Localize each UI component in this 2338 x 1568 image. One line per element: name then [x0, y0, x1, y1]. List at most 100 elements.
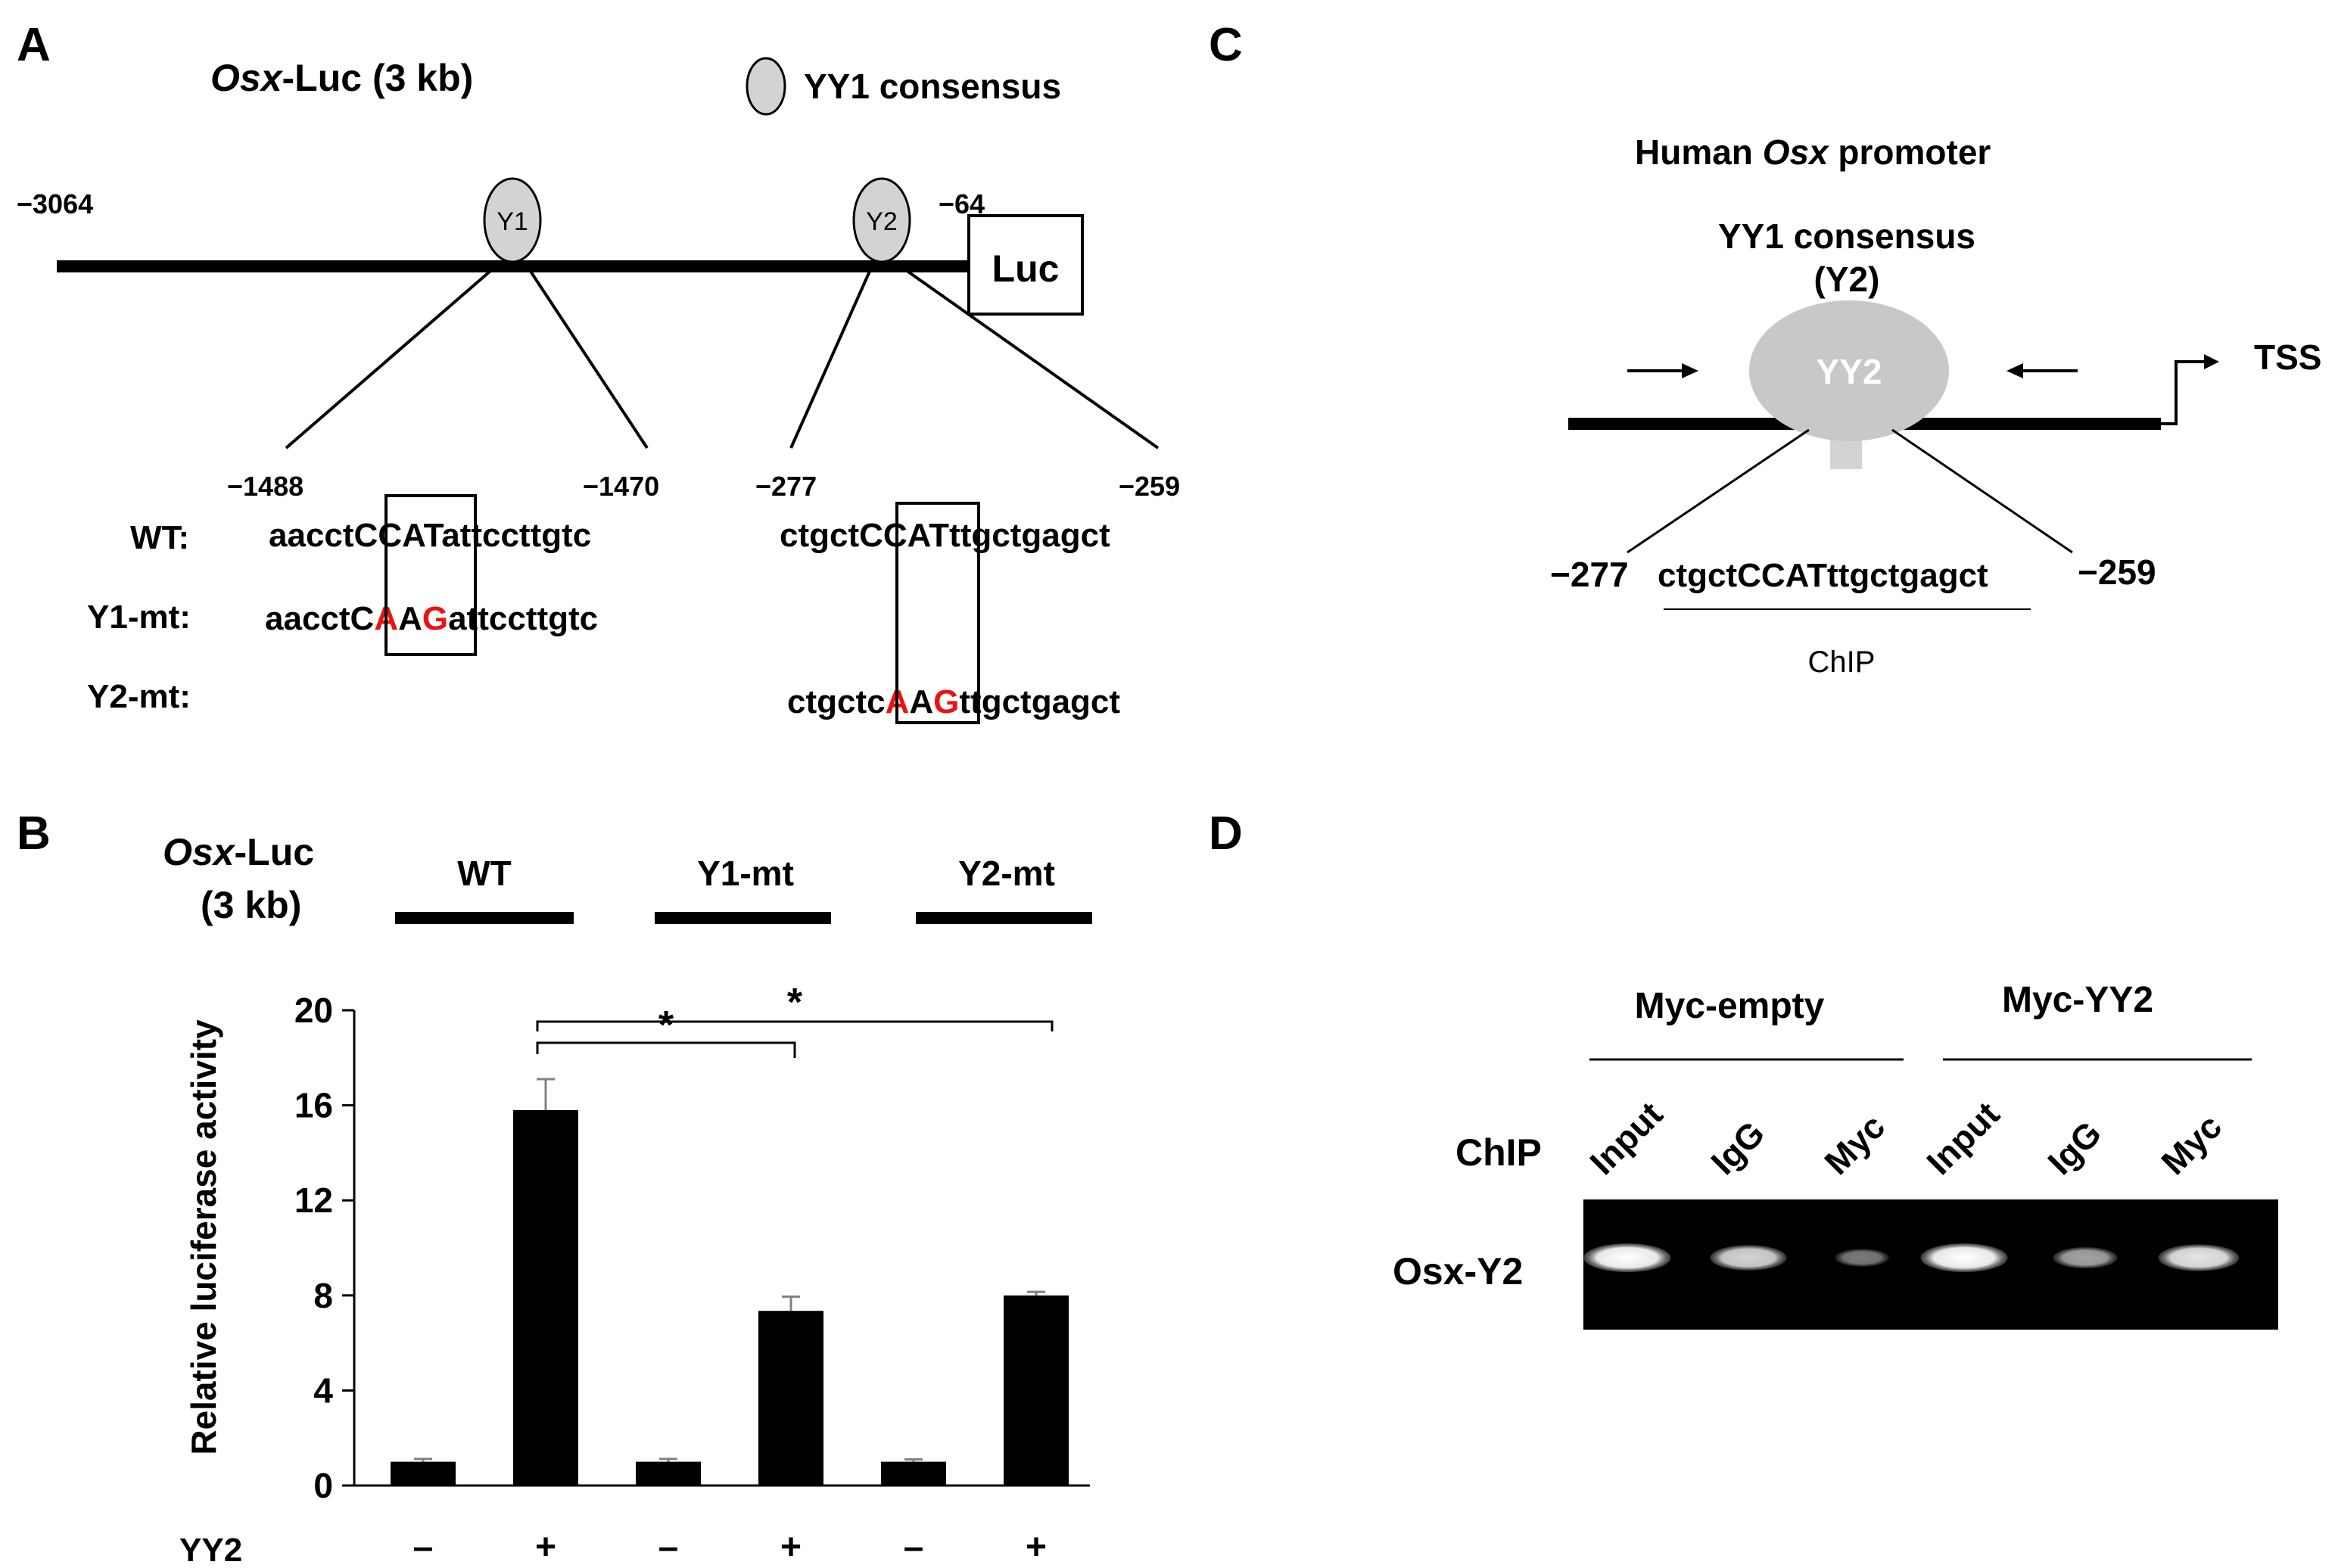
gel-band: [1583, 1243, 1671, 1272]
row-label-wt: WT:: [130, 519, 189, 556]
pos-259-c: −259: [2078, 552, 2156, 592]
panel-c-y2-paren: (Y2): [1814, 260, 1880, 299]
pos-277-c: −277: [1550, 555, 1629, 594]
bar: [513, 1109, 578, 1486]
lane-label: Input: [1919, 1094, 2006, 1182]
panel-b-letter: B: [17, 807, 51, 860]
bar: [636, 1461, 701, 1486]
seq-prefix: aacct: [265, 600, 350, 637]
significance-star-inner: *: [658, 1003, 674, 1047]
tss-arrowhead: [2204, 354, 2219, 369]
panel-a-title-rest: -Luc (3 kb): [282, 57, 474, 99]
y-tick-label: 16: [294, 1086, 333, 1125]
y-axis-label: Relative luciferase activity: [184, 1019, 223, 1455]
y-tick-label: 12: [294, 1181, 333, 1220]
yy2-protein-ellipse: [1749, 300, 1949, 441]
lane-label: Myc: [2153, 1106, 2229, 1182]
panel-c: C Human Osx promoter YY1 consensus (Y2) …: [1209, 19, 2321, 679]
pos-277-a: −277: [755, 471, 817, 502]
primer-reverse-head: [2006, 363, 2023, 378]
tss-arrow: [2157, 360, 2206, 425]
chip-row-label: ChIP: [1455, 1131, 1542, 1174]
panel-d-letter: D: [1209, 807, 1243, 860]
luc-label: Luc: [992, 247, 1060, 290]
y1mt-sequence: aacctCAAGattccttgtc: [265, 600, 598, 637]
chart-bars: [391, 1078, 1069, 1486]
y-tick-label: 0: [313, 1466, 333, 1505]
yy2-sign: –: [658, 1527, 679, 1567]
seq-prefix: aacct: [269, 517, 354, 554]
gel-band: [1835, 1249, 1889, 1267]
bar: [1004, 1295, 1069, 1486]
lane-label: Myc: [1817, 1106, 1892, 1182]
gel-band: [2158, 1244, 2240, 1271]
mutated-base: G: [422, 600, 448, 637]
y-tick-label: 8: [313, 1276, 333, 1315]
panel-c-sequence: ctgctCCATttgctgagct: [1658, 557, 1988, 594]
panel-a-letter: A: [17, 19, 51, 71]
gel-band: [1920, 1243, 2008, 1272]
yy2-sign: +: [780, 1527, 802, 1567]
c-zoom-right-line: [1891, 428, 2073, 554]
panel-b-construct-label: Osx-Luc: [163, 831, 314, 873]
group-myc-empty: Myc-empty: [1635, 986, 1825, 1026]
significance-bracket-outer: [536, 1020, 1054, 1031]
seq-core: CCAT: [354, 517, 444, 554]
seq-prefix: ctgctc: [787, 683, 886, 720]
primer-forward-head: [1682, 363, 1698, 378]
row-label-y1mt: Y1-mt:: [87, 599, 191, 636]
pos-259-a: −259: [1119, 471, 1180, 502]
wt-y1-sequence: aacctCCATattccttgtc: [269, 517, 591, 554]
bar: [758, 1311, 823, 1486]
yy2-protein-label: YY2: [1817, 352, 1882, 391]
pos-1488: −1488: [227, 471, 304, 502]
bar: [391, 1461, 456, 1486]
y2-core-box: [895, 502, 980, 724]
seq-core: C: [350, 600, 375, 637]
seq-core: A: [909, 683, 933, 720]
legend-yy1-ellipse: [746, 57, 786, 116]
y1-site-label: Y1: [497, 207, 528, 236]
seq-suffix: attccttgtc: [448, 600, 598, 637]
c-zoom-left-line: [1627, 428, 1810, 554]
seq-core: A: [398, 600, 422, 637]
panel-a-title-italic: Osx: [210, 57, 284, 99]
panel-a-title: Osx-Luc (3 kb): [210, 57, 473, 99]
construct-rest: -Luc: [235, 831, 315, 873]
legend-yy1-label: YY1 consensus: [804, 67, 1061, 106]
seq-suffix: ttgctgagct: [959, 683, 1120, 720]
gel-band: [2053, 1246, 2118, 1269]
bar: [881, 1461, 946, 1486]
pos-1470: −1470: [583, 471, 659, 502]
panel-b: B Osx-Luc (3 kb) WT Y1-mt Y2-mt Relative…: [17, 807, 1092, 1568]
yy2-sign: +: [1026, 1527, 1047, 1567]
seq-core: CCAT: [859, 517, 949, 554]
y2mt-sequence: ctgctcAAGttgctgagct: [787, 683, 1120, 720]
gel-row-label: Osx-Y2: [1393, 1250, 1523, 1293]
significance-bracket-inner: [536, 1041, 796, 1058]
group-label-y1mt: Y1-mt: [697, 854, 794, 893]
wt-y2-sequence: ctgctCCATttgctgagct: [780, 517, 1110, 554]
y2-site-label: Y2: [866, 207, 898, 236]
panel-c-title: Human Osx promoter: [1635, 132, 1991, 172]
yy2-signs: – + – + – +: [413, 1527, 1047, 1567]
yy2-sign: +: [535, 1527, 556, 1567]
y2-site-ellipse: [852, 177, 911, 263]
title-pre: Human: [1635, 132, 1763, 172]
seq-suffix: ttgctgagct: [949, 517, 1110, 554]
y-tick-label: 4: [313, 1370, 333, 1410]
chip-region-label: ChIP: [1808, 646, 1876, 679]
yy2-sign: –: [413, 1527, 434, 1567]
yy2-row-label: YY2: [179, 1532, 242, 1568]
seq-suffix: attccttgtc: [441, 517, 591, 554]
luc-box: [967, 214, 1084, 316]
group-myc-yy2: Myc-YY2: [2002, 980, 2153, 1020]
mutated-base: G: [933, 683, 959, 720]
construct-italic: Osx: [163, 831, 236, 873]
yy2-sign: –: [904, 1527, 924, 1567]
panel-b-construct-size: (3 kb): [201, 884, 301, 926]
y1-site-ellipse: [483, 177, 542, 263]
